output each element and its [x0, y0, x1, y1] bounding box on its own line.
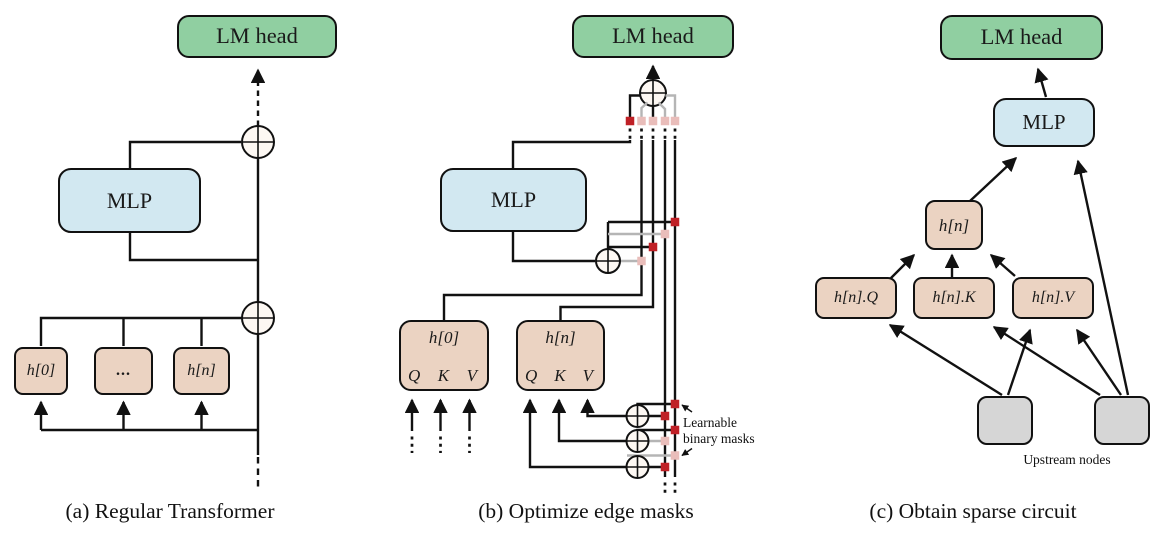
- mask-square-on: [648, 242, 658, 252]
- annotation-line1: Learnable: [683, 415, 737, 430]
- mask-square-off: [670, 451, 680, 460]
- mask-square-off: [660, 229, 670, 239]
- mlp-output-line: [128, 140, 241, 168]
- v-label: V: [466, 366, 477, 385]
- upstream-node-box: [977, 396, 1033, 445]
- edge-h0-line: [442, 140, 643, 320]
- mlp-input-line: [511, 232, 595, 263]
- hn-value-box: h[n].V: [1012, 277, 1094, 319]
- attention-head-hn-box: h[n]: [925, 200, 983, 250]
- mask-square-off: [637, 116, 646, 126]
- lm-head-box: LM head: [572, 15, 734, 58]
- hn-to-mlp-arrow: [969, 157, 1018, 202]
- mlp-box: MLP: [993, 98, 1095, 147]
- mask-square-on: [670, 425, 680, 435]
- q-label: Q: [408, 366, 421, 385]
- upstream-to-q-arrow: [888, 323, 1003, 397]
- v-input-arrow: [580, 398, 627, 418]
- mask-square-off: [670, 116, 680, 126]
- attention-heads-ellipsis-box: ...: [94, 347, 153, 395]
- edge-mlp-to-lmhead: [511, 140, 632, 168]
- annotation-line2: binary masks: [683, 430, 755, 446]
- edge-line-inactive: [640, 101, 649, 117]
- annotation-arrow-upper: [681, 404, 693, 413]
- edge-hn-line: [559, 140, 655, 320]
- panel-c-wiring: [888, 67, 1130, 397]
- edge-line-inactive: [665, 94, 677, 117]
- mlp-box: MLP: [440, 168, 587, 232]
- mask-square-on: [670, 217, 680, 227]
- q-label: Q: [525, 366, 538, 385]
- attention-head-hn-box: h[n] Q K V: [516, 320, 605, 391]
- attention-head-h0-box: h[0] Q K V: [399, 320, 489, 391]
- v-label: V: [582, 366, 593, 385]
- mask-square-on: [660, 411, 670, 421]
- k-input-arrow: [551, 398, 627, 443]
- panel-b-wiring: [404, 64, 693, 495]
- mask-square-on: [625, 116, 635, 126]
- edge-line-active: [628, 94, 641, 117]
- upstream-node-box: [1094, 396, 1150, 445]
- heads-sum-line: [39, 316, 242, 346]
- upstream-to-mlp-arrow: [1073, 159, 1130, 396]
- mask-square-off: [660, 116, 670, 126]
- annotation-arrow-lower: [681, 447, 693, 457]
- hn-key-box: h[n].K: [913, 277, 995, 319]
- lm-head-box: LM head: [940, 15, 1103, 60]
- q-to-hn-arrow: [890, 253, 916, 279]
- mask-square-off: [660, 436, 670, 446]
- upstream-nodes-label: Upstream nodes: [1023, 452, 1111, 467]
- v-to-hn-arrow: [989, 254, 1016, 277]
- q-input-arrow: [522, 398, 627, 469]
- lm-head-box: LM head: [177, 15, 337, 58]
- caption-a: (a) Regular Transformer: [65, 499, 275, 523]
- panel-a-wiring: [33, 68, 275, 491]
- k-label: K: [554, 366, 566, 385]
- mlp-input-line: [128, 233, 258, 262]
- upstream-to-v-arrow: [1006, 328, 1033, 396]
- edge-line-inactive: [657, 101, 667, 117]
- upstream-to-k-arrow: [992, 325, 1101, 397]
- learnable-masks-annotation: Learnable binary masks: [683, 415, 755, 446]
- mask-square-off: [637, 256, 646, 266]
- attention-head-hn-box: h[n]: [173, 347, 230, 395]
- mask-square-on: [670, 399, 680, 409]
- attention-head-h0-box: h[0]: [14, 347, 68, 395]
- caption-c: (c) Obtain sparse circuit: [869, 499, 1077, 523]
- upstream-to-v-arrow: [1076, 328, 1122, 396]
- k-label: K: [437, 366, 450, 385]
- hn-query-box: h[n].Q: [815, 277, 897, 319]
- head-label: h[n]: [545, 328, 576, 347]
- head-label: h[0]: [428, 328, 460, 347]
- mlp-box: MLP: [58, 168, 201, 233]
- mask-square-off: [648, 116, 658, 126]
- caption-b: (b) Optimize edge masks: [478, 499, 694, 523]
- mlp-to-lmhead-arrow: [1034, 67, 1049, 98]
- mask-square-on: [660, 462, 670, 472]
